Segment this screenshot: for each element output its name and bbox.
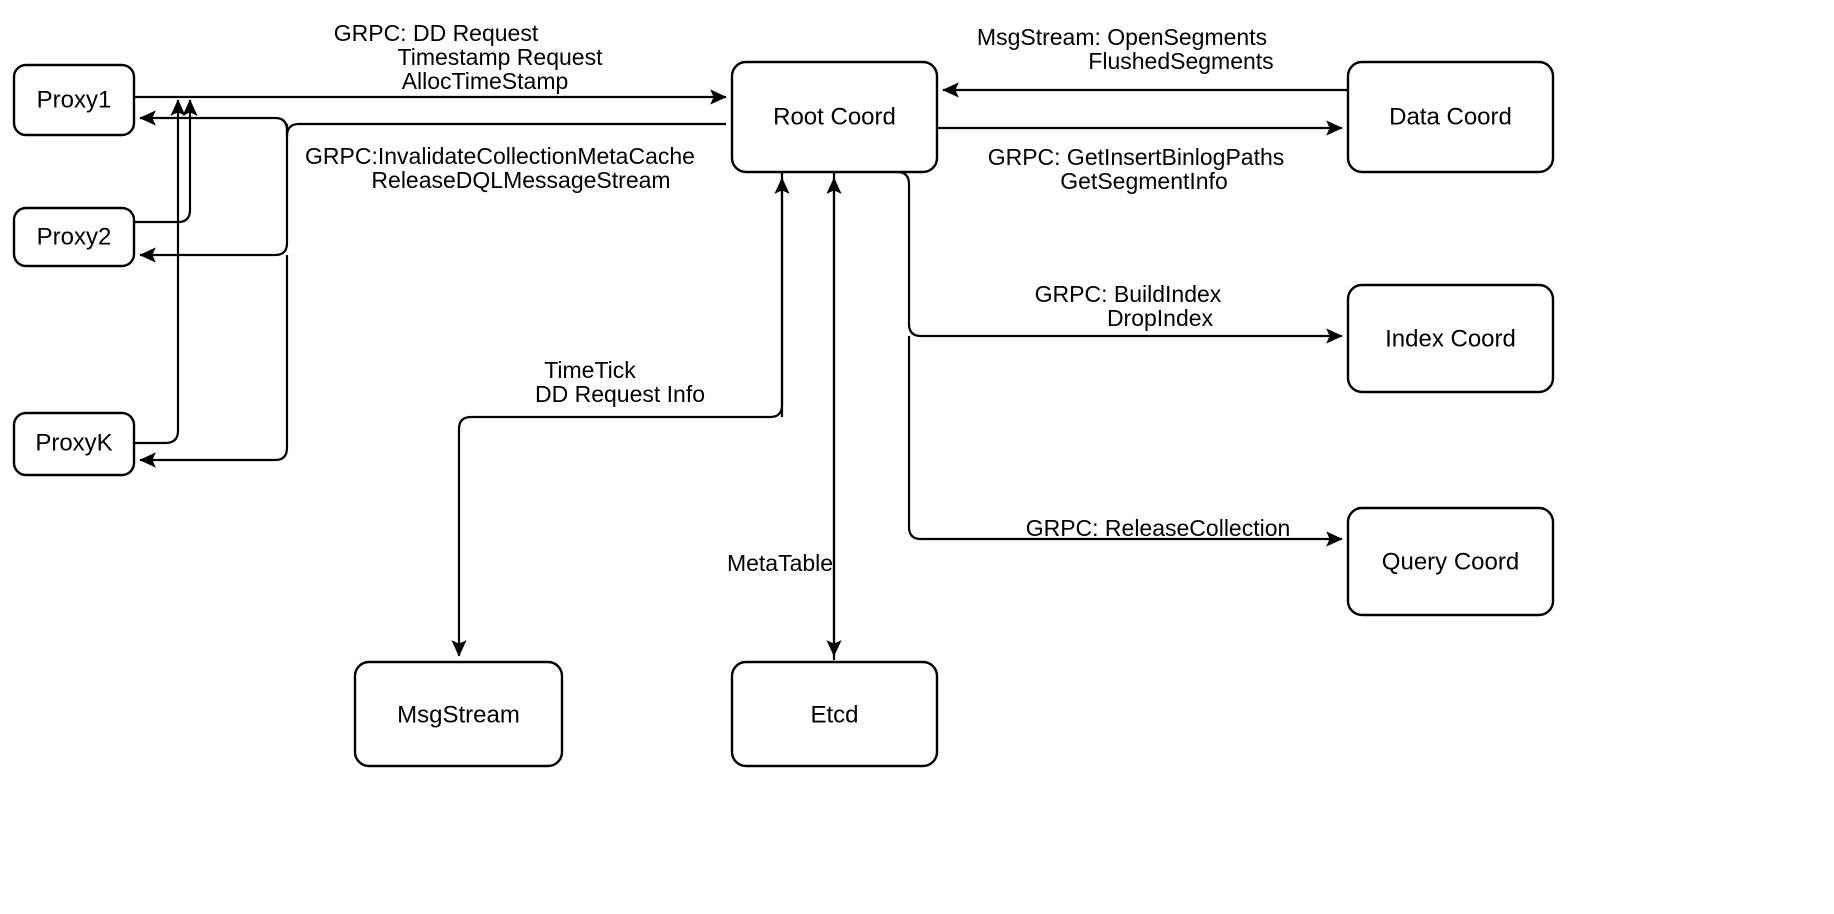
edge-label-root-to-indexcoord: GRPC: BuildIndex DropIndex	[1035, 281, 1222, 331]
node-proxy2[interactable]: Proxy2	[12, 206, 136, 268]
edge-label-root-to-proxy: GRPC:InvalidateCollectionMetaCache Relea…	[305, 143, 695, 193]
edge-rootcoord-to-msgstream[interactable]	[451, 172, 784, 657]
node-etcd-label: Etcd	[810, 701, 858, 728]
edge-rootcoord-to-proxyk[interactable]	[139, 255, 289, 468]
node-querycoord[interactable]: Query Coord	[1346, 506, 1555, 617]
edge-label-root-to-querycoord-line-1: GRPC: ReleaseCollection	[1026, 515, 1291, 541]
edge-label-proxy-to-root-line-3: AllocTimeStamp	[402, 68, 569, 94]
edge-label-proxy-to-root: GRPC: DD Request Timestamp Request Alloc…	[334, 20, 603, 94]
nodes-layer: Proxy1 Proxy2 ProxyK Root Coord Data Coo…	[12, 60, 1555, 768]
node-querycoord-label: Query Coord	[1382, 548, 1519, 575]
edge-label-root-to-datacoord-line-1: GRPC: GetInsertBinlogPaths	[988, 144, 1285, 170]
edge-label-root-to-msgstream: TimeTick DD Request Info	[535, 357, 705, 407]
edge-label-root-to-datacoord-line-2: GetSegmentInfo	[1060, 168, 1228, 194]
edge-label-root-to-querycoord: GRPC: ReleaseCollection	[1026, 515, 1291, 541]
node-indexcoord-label: Index Coord	[1385, 325, 1516, 352]
node-datacoord-box[interactable]	[1346, 60, 1555, 174]
edge-rootcoord-to-querycoord[interactable]	[907, 336, 1343, 547]
edge-proxyk-to-rootcoord[interactable]	[134, 99, 186, 445]
node-proxy2-label: Proxy2	[37, 223, 112, 250]
node-rootcoord-box[interactable]	[730, 60, 939, 174]
edge-rootcoord-to-indexcoord[interactable]	[896, 170, 1343, 344]
node-datacoord[interactable]: Data Coord	[1346, 60, 1555, 174]
edge-label-root-to-indexcoord-line-1: GRPC: BuildIndex	[1035, 281, 1222, 307]
node-rootcoord[interactable]: Root Coord	[730, 60, 939, 174]
node-proxy2-box[interactable]	[12, 206, 136, 268]
node-proxyk[interactable]: ProxyK	[12, 411, 136, 477]
node-proxy1[interactable]: Proxy1	[12, 63, 136, 137]
node-proxy1-label: Proxy1	[37, 86, 112, 113]
edge-label-root-to-proxy-line-2: ReleaseDQLMessageStream	[371, 167, 670, 193]
edge-label-root-to-etcd: MetaTable	[727, 550, 833, 576]
edge-label-proxy-to-root-line-2: Timestamp Request	[398, 44, 604, 70]
edge-label-proxy-to-root-line-1: GRPC: DD Request	[334, 20, 539, 46]
node-msgstream-label: MsgStream	[397, 701, 520, 728]
edge-label-root-to-msgstream-line-1: TimeTick	[544, 357, 636, 383]
node-proxy1-box[interactable]	[12, 63, 136, 137]
edge-label-root-to-proxy-line-1: GRPC:InvalidateCollectionMetaCache	[305, 143, 695, 169]
edge-rootcoord-to-proxy1[interactable]	[139, 110, 726, 138]
edge-label-root-to-datacoord: GRPC: GetInsertBinlogPaths GetSegmentInf…	[988, 144, 1285, 194]
edge-label-datacoord-to-root-line-1: MsgStream: OpenSegments	[977, 24, 1267, 50]
edge-label-root-to-indexcoord-line-2: DropIndex	[1107, 305, 1214, 331]
node-etcd[interactable]: Etcd	[730, 660, 939, 768]
node-datacoord-label: Data Coord	[1389, 103, 1512, 130]
node-msgstream[interactable]: MsgStream	[353, 660, 564, 768]
node-rootcoord-label: Root Coord	[773, 103, 896, 130]
edges-layer	[134, 82, 1348, 660]
edge-rootcoord-to-proxy2[interactable]	[139, 124, 289, 263]
node-indexcoord[interactable]: Index Coord	[1346, 283, 1555, 394]
node-indexcoord-box[interactable]	[1346, 283, 1555, 394]
edge-label-root-to-etcd-line-1: MetaTable	[727, 550, 833, 576]
edge-labels-layer: GRPC: DD Request Timestamp Request Alloc…	[305, 20, 1290, 576]
edge-label-root-to-msgstream-line-2: DD Request Info	[535, 381, 705, 407]
node-proxyk-label: ProxyK	[35, 429, 112, 456]
edge-label-datacoord-to-root-line-2: FlushedSegments	[1088, 48, 1273, 74]
node-msgstream-box[interactable]	[353, 660, 564, 768]
node-etcd-box[interactable]	[730, 660, 939, 768]
edge-label-datacoord-to-root: MsgStream: OpenSegments FlushedSegments	[977, 24, 1274, 74]
node-proxyk-box[interactable]	[12, 411, 136, 477]
node-querycoord-box[interactable]	[1346, 506, 1555, 617]
